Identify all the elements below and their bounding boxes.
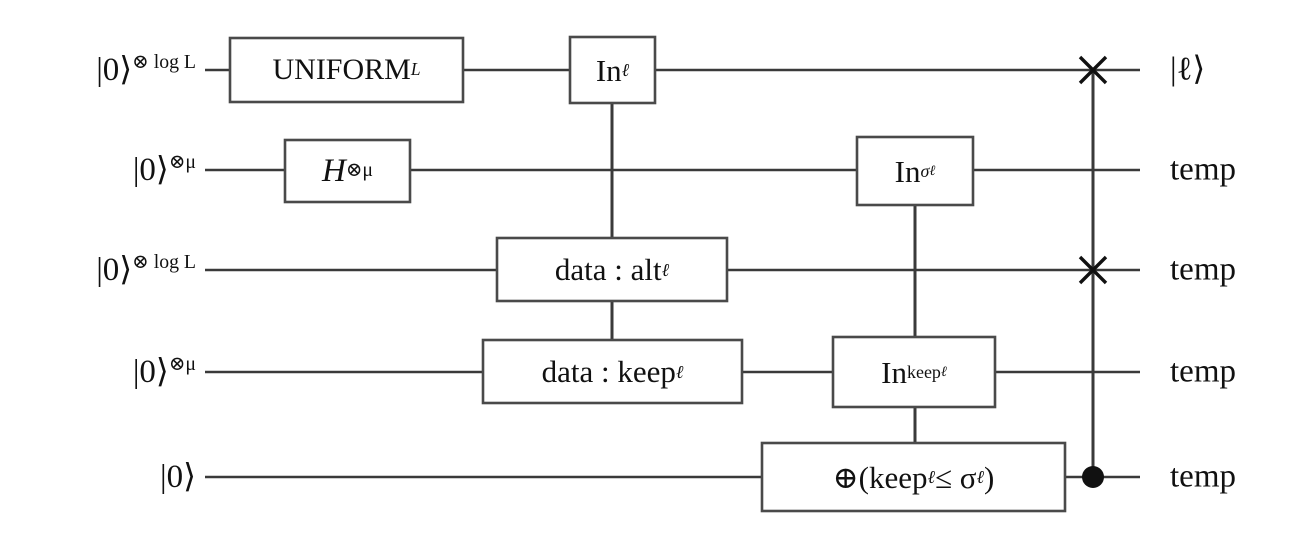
input-label-wire-4: |0⟩ (160, 460, 196, 494)
ket-superscript: ⊗μ (168, 353, 196, 375)
input-label-wire-0: |0⟩⊗ log L (96, 51, 196, 88)
gate-label-hadamard-main: H (321, 152, 346, 189)
controlled-swap-group[interactable] (1078, 55, 1108, 488)
output-label-wire-4: temp (1170, 458, 1236, 495)
ket-zero: |0⟩ (160, 459, 196, 495)
input-label-wire-2: |0⟩⊗ log L (96, 251, 196, 288)
gate-box-data-keep[interactable] (481, 338, 744, 405)
gate-label-in-sigma-main: In (894, 153, 921, 189)
gate-label-data-keep-sub: ℓ (675, 361, 684, 382)
gate-label-uniform-sub: L (410, 59, 421, 80)
gate-label-in-sigma-subsub: ℓ (929, 162, 936, 179)
gate-box-in-keep-ell[interactable] (831, 335, 997, 409)
ket-superscript: ⊗ log L (132, 251, 196, 273)
gate-box-hadamard[interactable] (283, 138, 412, 204)
ket-zero: |0⟩ (132, 354, 169, 390)
ket-superscript: ⊗μ (168, 151, 196, 173)
ket-zero: |0⟩ (132, 152, 169, 188)
gate-label-in-keep-subsub: ℓ (940, 363, 947, 380)
control-dot-icon-wire-4[interactable] (1082, 466, 1104, 488)
gate-box-in-ell[interactable] (568, 35, 657, 105)
output-label-wire-1: temp (1170, 151, 1236, 188)
gate-label-in-keep-sub: keep (906, 362, 941, 382)
output-label-wire-0: |ℓ⟩ (1170, 51, 1206, 88)
gate-box-compare-xor[interactable] (760, 441, 1067, 513)
input-label-wire-3: |0⟩⊗μ (132, 353, 196, 390)
gate-label-compare-mid: ≤ σ (935, 459, 977, 495)
gate-box-group (228, 35, 1067, 513)
ket-superscript: ⊗ log L (132, 51, 196, 73)
gate-label-in-sigma-sub: σ (920, 161, 930, 181)
gate-label-data-keep-main: data : keep (541, 354, 676, 389)
gate-label-data-alt-main: data : alt (554, 252, 662, 287)
gate-box-uniform[interactable] (228, 36, 465, 104)
ket-zero: |0⟩ (96, 52, 133, 88)
gate-label-hadamard-sup: ⊗μ (345, 159, 374, 182)
ket-zero: |0⟩ (96, 252, 133, 288)
gate-label-in-ell-main: In (595, 52, 622, 88)
output-label-wire-2: temp (1170, 251, 1236, 288)
gate-label-in-keep-main: In (881, 354, 907, 390)
gate-label-compare-sub1: ℓ (927, 467, 935, 487)
gate-label-compare-suffix: ) (983, 459, 995, 495)
gate-box-data-alt[interactable] (495, 236, 729, 303)
gate-label-compare-prefix: ⊕(keep (832, 459, 928, 495)
swap-target-icon-wire-2[interactable] (1078, 255, 1108, 285)
gate-box-in-sigma-ell[interactable] (855, 135, 975, 207)
connector-group (610, 103, 917, 445)
gate-label-hadamard[interactable]: H⊗μ (285, 140, 410, 202)
gate-label-data-alt-sub: ℓ (661, 259, 670, 280)
swap-target-icon-wire-0[interactable] (1078, 55, 1108, 85)
gate-label-in-ell-sub: ℓ (621, 60, 630, 80)
gate-label-uniform-main: UNIFORM (272, 53, 411, 86)
input-label-wire-1: |0⟩⊗μ (132, 151, 196, 188)
output-label-wire-3: temp (1170, 353, 1236, 390)
gate-label-compare-sub2: ℓ (976, 467, 984, 487)
